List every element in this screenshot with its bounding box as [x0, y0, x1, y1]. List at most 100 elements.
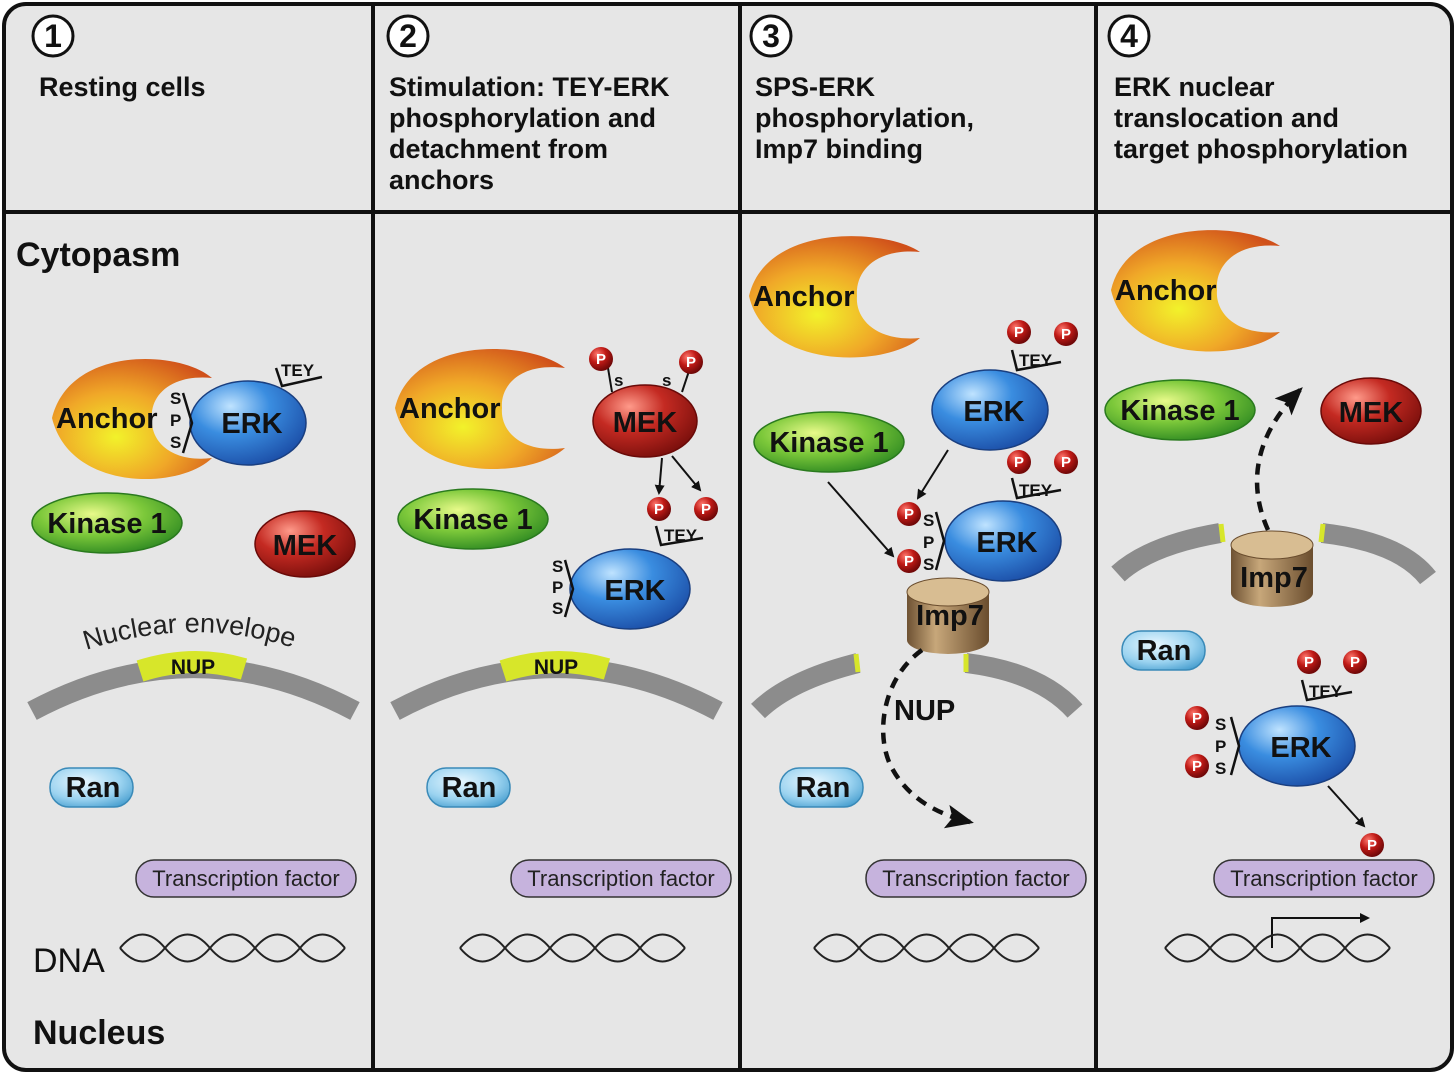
imp7-p4: Imp7: [1230, 530, 1314, 607]
phospho-erk1-p2: P: [654, 501, 664, 518]
phospho-sps2-p3: P: [904, 553, 914, 570]
nuclear-envelope-p3: [751, 653, 1083, 719]
erk-upper-p3: ERK TEY: [931, 349, 1062, 451]
kinase1-label-p1: Kinase 1: [47, 508, 166, 540]
panel-3-title-line-3: Imp7 binding: [755, 134, 923, 164]
sps-s1-p1: S: [170, 389, 181, 408]
arrow-kinase1-to-sps-p3: [827, 481, 895, 558]
phospho-b-p4: P: [1350, 654, 1360, 671]
phospho-a-p4: P: [1304, 654, 1314, 671]
erk-label-p1: ERK: [221, 408, 282, 440]
phospho-tf-p4: P: [1367, 837, 1377, 854]
nuclear-envelope-p4: [1111, 523, 1436, 585]
sps-p-p4: P: [1215, 737, 1226, 756]
dna-helix-p2: [459, 933, 686, 963]
panel-2-title-line-2: phosphorylation and: [389, 103, 656, 133]
panel-3-header: 3 SPS-ERK phosphorylation, Imp7 binding: [749, 14, 974, 164]
erk-p4: ERK TEY S P S: [1215, 679, 1356, 787]
panel-3: Anchor P P ERK TEY Kinase 1 P P ERK TEY …: [749, 236, 1087, 963]
panel-4-number: 4: [1120, 18, 1138, 54]
ran-label-p2: Ran: [442, 772, 497, 804]
mek-s1-p2: s: [614, 371, 623, 390]
panel-1-number: 1: [44, 18, 62, 54]
panel-4-header: 4 ERK nuclear translocation and target p…: [1107, 14, 1408, 164]
sps-s2-p3: S: [923, 555, 934, 574]
tey-label-p1: TEY: [281, 361, 315, 380]
phospho-mek1-p2: P: [596, 351, 606, 368]
anchor-p4: Anchor: [1111, 230, 1280, 352]
transcription-factor-p4: Transcription factor: [1213, 859, 1435, 898]
dna-helix-p4: [1164, 933, 1391, 963]
kinase1-label-p2: Kinase 1: [413, 504, 532, 536]
ran-p2: Ran: [426, 767, 511, 808]
sps-p-p3: P: [923, 533, 934, 552]
panel-1-header: 1 Resting cells: [31, 14, 206, 102]
tf-label-p3: Transcription factor: [882, 866, 1069, 891]
panel-2-title-line-1: Stimulation: TEY-ERK: [389, 72, 670, 102]
kinase1-label-p4: Kinase 1: [1120, 395, 1239, 427]
panel-3-title-line-1: SPS-ERK: [755, 72, 876, 102]
tey-label-p4: TEY: [1309, 682, 1343, 701]
nup-label-p1: NUP: [171, 656, 215, 679]
panel-1: Anchor ERK S P S TEY Kinase 1 MEK Nuclea…: [27, 358, 360, 963]
phospho-erk2-p2: P: [701, 501, 711, 518]
phospho-a-p3: P: [1014, 324, 1024, 341]
anchor-label-p2: Anchor: [399, 393, 501, 425]
nuclear-envelope-p2: NUP: [390, 650, 723, 720]
imp7-label-p3: Imp7: [916, 600, 984, 632]
sps-s2-p4: S: [1215, 759, 1226, 778]
anchor-p3: Anchor: [749, 236, 920, 358]
transcription-arrow-p4: [1271, 913, 1370, 948]
arrow-erk-to-sps-p3: [916, 449, 949, 500]
cytoplasm-label: Cytopasm: [16, 236, 180, 274]
anchor-label-p3: Anchor: [753, 281, 855, 313]
nup-label-p2: NUP: [534, 656, 578, 679]
tey-lower-label-p3: TEY: [1019, 481, 1053, 500]
sps-s1-p4: S: [1215, 715, 1226, 734]
phospho-sps2-p4: P: [1192, 758, 1202, 775]
erk-upper-label-p3: ERK: [963, 396, 1024, 428]
panel-2-title-line-3: detachment from: [389, 134, 608, 164]
anchor-label-p1: Anchor: [56, 403, 158, 435]
panel-2-number: 2: [399, 18, 417, 54]
nucleus-label: Nucleus: [33, 1014, 165, 1052]
tf-label-p4: Transcription factor: [1230, 866, 1417, 891]
ran-label-p3: Ran: [796, 772, 851, 804]
tey-upper-label-p3: TEY: [1019, 351, 1053, 370]
panel-4-title-line-1: ERK nuclear: [1114, 72, 1275, 102]
panel-2-header: 2 Stimulation: TEY-ERK phosphorylation a…: [386, 14, 670, 195]
panel-3-number: 3: [762, 18, 780, 54]
tey-label-p2: TEY: [664, 526, 698, 545]
sps-s2-p1: S: [170, 433, 181, 452]
mek-s2-p2: s: [662, 371, 671, 390]
panel-4: Anchor Kinase 1 MEK Imp7 Ran P P: [1104, 230, 1436, 963]
imp7-p3: Imp7: [906, 577, 990, 654]
mek-label-p4: MEK: [1339, 397, 1404, 429]
kinase1-label-p3: Kinase 1: [769, 427, 888, 459]
kinase1-p4: Kinase 1: [1104, 379, 1256, 441]
panel-3-title-line-2: phosphorylation,: [755, 103, 974, 133]
panel-2: Anchor MEK s s P P P P Kinase 1 ERK S P …: [390, 347, 732, 963]
ran-p1: Ran: [49, 767, 134, 808]
anchor-p1: Anchor: [52, 358, 212, 480]
arrow-mek-p2-p2: [671, 455, 702, 492]
tf-label-p1: Transcription factor: [152, 866, 339, 891]
sps-p-p1: P: [170, 411, 181, 430]
ran-p4: Ran: [1121, 630, 1206, 671]
anchor-label-p4: Anchor: [1115, 275, 1217, 307]
phospho-c-p3: P: [1014, 454, 1024, 471]
translocation-arrow-p3: [880, 648, 974, 829]
mek-label-p2: MEK: [613, 407, 678, 439]
sps-s2-p2: S: [552, 599, 563, 618]
dna-helix-p1: [119, 933, 346, 963]
dna-helix-p3: [813, 933, 1040, 963]
phospho-d-p3: P: [1061, 454, 1071, 471]
mek-p2: MEK s s P P: [589, 347, 703, 458]
sps-p-p2: P: [552, 578, 563, 597]
panel-1-title-line-1: Resting cells: [39, 72, 206, 102]
sps-s1-p2: S: [552, 557, 563, 576]
tf-label-p2: Transcription factor: [527, 866, 714, 891]
phospho-sps1-p4: P: [1192, 710, 1202, 727]
